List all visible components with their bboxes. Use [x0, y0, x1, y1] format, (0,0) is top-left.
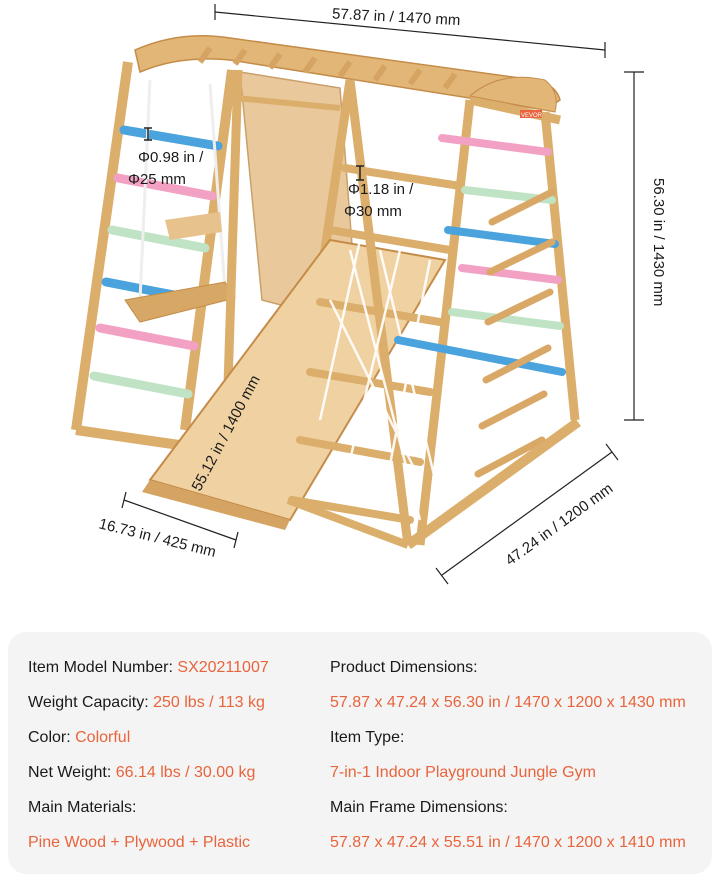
- jungle-gym-frame: [71, 34, 581, 550]
- brand-tag: VEVOR: [521, 113, 543, 119]
- spec-frame-dimensions-label: Main Frame Dimensions:: [330, 799, 508, 816]
- rung-large-marker: [356, 165, 364, 181]
- spec-item-type-value: 7-in-1 Indoor Playground Jungle Gym: [330, 764, 596, 781]
- spec-color-value: Colorful: [75, 729, 131, 746]
- spec-item-type-label: Item Type:: [330, 729, 405, 746]
- spec-weight-capacity-value: 250 lbs / 113 kg: [153, 694, 265, 711]
- spec-panel: Item Model Number: SX20211007 Weight Cap…: [8, 632, 712, 874]
- rung-large-line1: Φ1.18 in /: [348, 181, 414, 198]
- spec-product-dimensions-label: Product Dimensions:: [330, 659, 478, 676]
- spec-weight-capacity-label: Weight Capacity:: [28, 694, 154, 711]
- width-label: 57.87 in / 1470 mm: [332, 5, 461, 29]
- spec-model-value: SX20211007: [177, 659, 269, 676]
- spec-net-weight-label: Net Weight:: [28, 764, 116, 781]
- width-dimension: [214, 4, 606, 58]
- spec-product-dimensions-value: 57.87 x 47.24 x 56.30 in / 1470 x 1200 x…: [330, 694, 686, 711]
- spec-frame-dimensions-value: 57.87 x 47.24 x 55.51 in / 1470 x 1200 x…: [330, 834, 686, 851]
- spec-net-weight: Net Weight: 66.14 lbs / 30.00 kg: [28, 763, 255, 783]
- rung-small-marker: [144, 127, 152, 141]
- rung-large-line2: Φ30 mm: [344, 203, 402, 220]
- spec-color: Color: Colorful: [28, 728, 130, 748]
- height-dimension: [624, 71, 644, 421]
- spec-materials-value: Pine Wood + Plywood + Plastic: [28, 834, 251, 851]
- slide-width-label: 16.73 in / 425 mm: [97, 515, 218, 561]
- spec-color-label: Color:: [28, 729, 76, 746]
- depth-label: 47.24 in / 1200 mm: [502, 480, 616, 569]
- spec-weight-capacity: Weight Capacity: 250 lbs / 113 kg: [28, 693, 265, 713]
- slide-width-dimension: [121, 491, 239, 549]
- spec-model-label: Item Model Number:: [28, 659, 178, 676]
- spec-net-weight-value: 66.14 lbs / 30.00 kg: [115, 764, 256, 781]
- rung-small-line2: Φ25 mm: [128, 171, 186, 188]
- height-label: 56.30 in / 1430 mm: [650, 178, 667, 306]
- spec-materials-label: Main Materials:: [28, 799, 137, 816]
- depth-dimension: [435, 443, 619, 585]
- spec-model: Item Model Number: SX20211007: [28, 658, 269, 678]
- rung-small-line1: Φ0.98 in /: [138, 149, 204, 166]
- product-illustration: 57.87 in / 1470 mm 56.30 in / 1430 mm 47…: [71, 4, 667, 585]
